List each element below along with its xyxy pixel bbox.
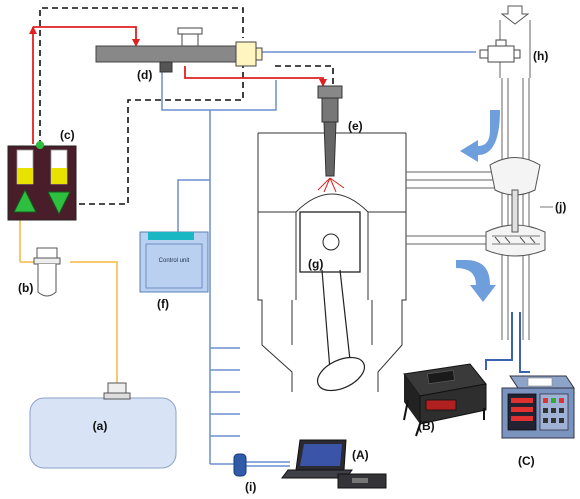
signal-lines: [161, 51, 476, 467]
label-C: (C): [518, 454, 535, 468]
turbocharger: [485, 157, 546, 257]
label-c: (c): [60, 128, 75, 142]
curved-arrow-icon: [456, 260, 496, 302]
label-i: (i): [245, 480, 256, 494]
fuel-tank: [29, 382, 177, 469]
label-b: (b): [18, 281, 33, 295]
label-f: (f): [157, 297, 169, 311]
curved-arrow-icon: [460, 110, 500, 162]
control-lines: [39, 7, 334, 205]
label-e: (e): [348, 119, 363, 133]
down-arrow-icon: [500, 5, 530, 25]
fuel-spray: [317, 177, 345, 193]
exhaust-sample-probes: [485, 312, 530, 373]
label-h: (h): [533, 49, 548, 63]
up-arrow-icon: [13, 188, 37, 213]
smoke-meter: [403, 363, 487, 437]
control-unit: Control unit: [139, 231, 209, 293]
laptop: [281, 439, 387, 489]
gas-analyzer: [501, 375, 575, 439]
high-pressure-fuel-lines: [29, 26, 327, 144]
control-unit-label: Control unit: [159, 258, 190, 264]
label-g: (g): [308, 257, 323, 271]
connecting-rod: [316, 269, 366, 392]
common-rail: [95, 27, 263, 73]
label-j: (j): [555, 200, 566, 214]
down-arrow-icon: [47, 191, 71, 216]
piston: [299, 211, 361, 273]
fuel-filter: [33, 247, 61, 297]
air-flow-meter: [479, 39, 521, 63]
high-pressure-pump: [7, 141, 77, 221]
low-pressure-fuel-lines: [16, 195, 118, 383]
intake-exhaust-ducts: [406, 20, 531, 340]
label-A: (A): [352, 448, 369, 462]
label-B: (B): [418, 419, 435, 433]
ecu-connector: [233, 453, 247, 477]
label-d: (d): [137, 68, 152, 82]
fuel-injector: [317, 85, 345, 193]
label-a: (a): [93, 419, 108, 433]
